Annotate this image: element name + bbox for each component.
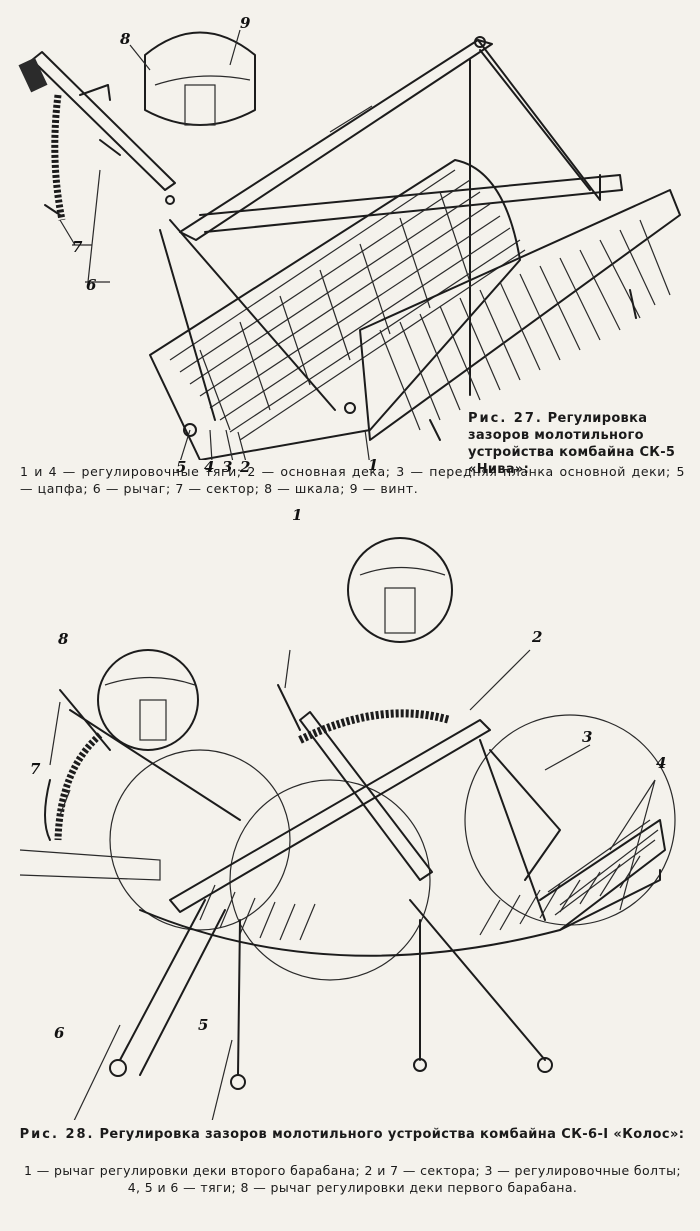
figure-28: 1 2 3 4 8 7 6 5	[0, 506, 700, 1120]
fig28-label-6: 6	[54, 1024, 65, 1042]
figure-28-drawing	[19, 537, 676, 1120]
fig28-label-8: 8	[58, 630, 69, 648]
fig27-label-2: 2	[240, 458, 251, 476]
figure-27-number: Рис. 27.	[468, 411, 543, 426]
fig28-label-3: 3	[582, 728, 593, 746]
figure-28-caption: Рис. 28. Регулировка зазоров молотильног…	[12, 1126, 692, 1143]
fig27-label-3: 3	[222, 458, 233, 476]
figure-28-number: Рис. 28.	[19, 1127, 95, 1142]
fig27-label-6: 6	[86, 276, 97, 294]
fig27-label-9: 9	[240, 14, 251, 32]
figure-27-drawing	[18, 29, 681, 460]
fig27-label-8-top: 8	[120, 30, 131, 48]
fig27-label-5: 5	[176, 458, 187, 476]
fig27-label-1: 1	[368, 456, 379, 474]
fig28-label-1: 1	[292, 506, 303, 524]
fig28-label-4: 4	[656, 754, 667, 772]
figure-27: 8 9 7 6 5 4 3 2 1	[0, 0, 700, 476]
figure-28-title: Регулировка зазоров молотильного устройс…	[99, 1127, 685, 1142]
fig28-label-7: 7	[30, 760, 41, 778]
figure-28-legend: 1 — рычаг регулировки деки второго бараб…	[23, 1163, 682, 1195]
fig28-label-5: 5	[198, 1016, 209, 1034]
figure-27-title: Регулировка зазоров молотильного устройс…	[468, 411, 676, 477]
fig28-label-2: 2	[532, 628, 543, 646]
figure-27-caption: Рис. 27. Регулировка зазоров молотильног…	[468, 410, 696, 478]
fig27-label-7: 7	[72, 238, 83, 256]
fig27-label-4: 4	[204, 458, 215, 476]
figure-27-legend: 1 и 4 — регулировочные тяги; 2 — основна…	[20, 464, 685, 496]
